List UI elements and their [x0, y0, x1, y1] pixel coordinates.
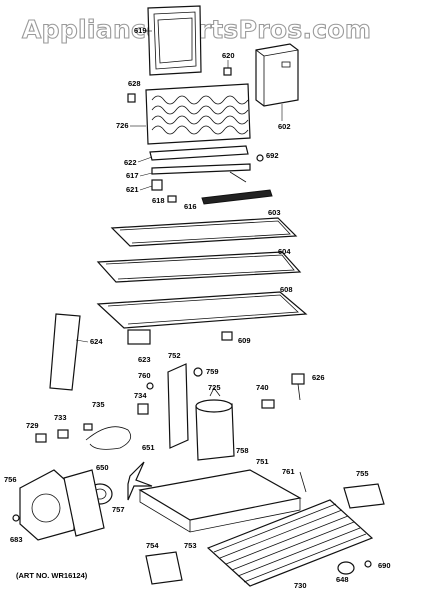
- part-623-label[interactable]: [127, 329, 151, 345]
- part-618-clip[interactable]: [167, 195, 177, 203]
- part-760-screw[interactable]: [146, 382, 154, 390]
- part-648-grommet[interactable]: [337, 561, 355, 575]
- part-752-mount[interactable]: [167, 363, 189, 449]
- callout-752: 752: [168, 351, 181, 360]
- part-604-shelf[interactable]: [96, 251, 302, 283]
- callout-751: 751: [256, 457, 269, 466]
- part-651-fan-blade[interactable]: [127, 461, 153, 501]
- callout-759: 759: [206, 367, 219, 376]
- callout-758: 758: [236, 446, 249, 455]
- callout-622: 622: [124, 158, 137, 167]
- callout-620: 620: [222, 51, 235, 60]
- part-735-harness[interactable]: [83, 423, 132, 450]
- callout-730: 730: [294, 581, 307, 590]
- callout-740: 740: [256, 383, 269, 392]
- callout-616: 616: [184, 202, 197, 211]
- part-756-fan-shroud[interactable]: [19, 469, 75, 541]
- part-621-bracket[interactable]: [151, 179, 163, 191]
- callout-733: 733: [54, 413, 67, 422]
- part-628-screw[interactable]: [127, 93, 136, 103]
- part-626-thermostat[interactable]: [291, 373, 305, 401]
- part-617-rail[interactable]: [151, 163, 251, 183]
- callout-735: 735: [92, 400, 105, 409]
- callout-603: 603: [268, 208, 281, 217]
- callout-726: 726: [116, 121, 129, 130]
- part-603-shelf[interactable]: [110, 217, 298, 247]
- callout-692: 692: [266, 151, 279, 160]
- callout-648: 648: [336, 575, 349, 584]
- callout-729: 729: [26, 421, 39, 430]
- callout-683: 683: [10, 535, 23, 544]
- part-726-evaporator[interactable]: [145, 83, 251, 145]
- part-624-panel[interactable]: [49, 313, 81, 391]
- part-761-tube[interactable]: [299, 471, 307, 493]
- callout-650: 650: [96, 463, 109, 472]
- part-730-condenser[interactable]: [206, 499, 374, 587]
- part-608-tray[interactable]: [96, 291, 308, 329]
- callout-604: 604: [278, 247, 291, 256]
- part-734-switch[interactable]: [137, 403, 149, 415]
- part-683-screw[interactable]: [12, 514, 20, 522]
- callout-734: 734: [134, 391, 147, 400]
- art-number: (ART NO. WR16124): [16, 571, 88, 580]
- callout-621: 621: [126, 185, 139, 194]
- callout-626: 626: [312, 373, 325, 382]
- callout-757: 757: [112, 505, 125, 514]
- callout-619: 619: [134, 26, 147, 35]
- callout-624: 624: [90, 337, 103, 346]
- part-754-plate[interactable]: [145, 551, 183, 585]
- part-733-terminal[interactable]: [57, 429, 69, 439]
- callout-602: 602: [278, 122, 291, 131]
- callout-755: 755: [356, 469, 369, 478]
- part-620-clip[interactable]: [223, 67, 232, 76]
- callout-754: 754: [146, 541, 159, 550]
- callout-753: 753: [184, 541, 197, 550]
- callout-725: 725: [208, 383, 221, 392]
- callout-690: 690: [378, 561, 391, 570]
- callout-756: 756: [4, 475, 17, 484]
- part-740-relay[interactable]: [261, 399, 275, 409]
- part-619-door-frame[interactable]: [147, 5, 202, 76]
- part-729-plug[interactable]: [35, 433, 47, 443]
- part-609-knob[interactable]: [221, 331, 233, 341]
- part-757-gasket[interactable]: [63, 469, 105, 537]
- part-690-screw[interactable]: [364, 560, 372, 568]
- callout-623: 623: [138, 355, 151, 364]
- callout-618: 618: [152, 196, 165, 205]
- callout-608: 608: [280, 285, 293, 294]
- callout-628: 628: [128, 79, 141, 88]
- callout-651: 651: [142, 443, 155, 452]
- part-616-bar[interactable]: [201, 189, 273, 205]
- part-725-compressor[interactable]: [195, 387, 235, 461]
- callout-760: 760: [138, 371, 151, 380]
- callout-617: 617: [126, 171, 139, 180]
- callout-609: 609: [238, 336, 251, 345]
- callout-761: 761: [282, 467, 295, 476]
- part-622-strip[interactable]: [149, 145, 249, 161]
- part-692-fastener[interactable]: [256, 154, 264, 162]
- part-602-cover[interactable]: [255, 43, 299, 107]
- part-751-base-pan[interactable]: [138, 469, 302, 533]
- part-755-drain-pan[interactable]: [343, 483, 385, 509]
- part-759-grommet[interactable]: [193, 367, 203, 377]
